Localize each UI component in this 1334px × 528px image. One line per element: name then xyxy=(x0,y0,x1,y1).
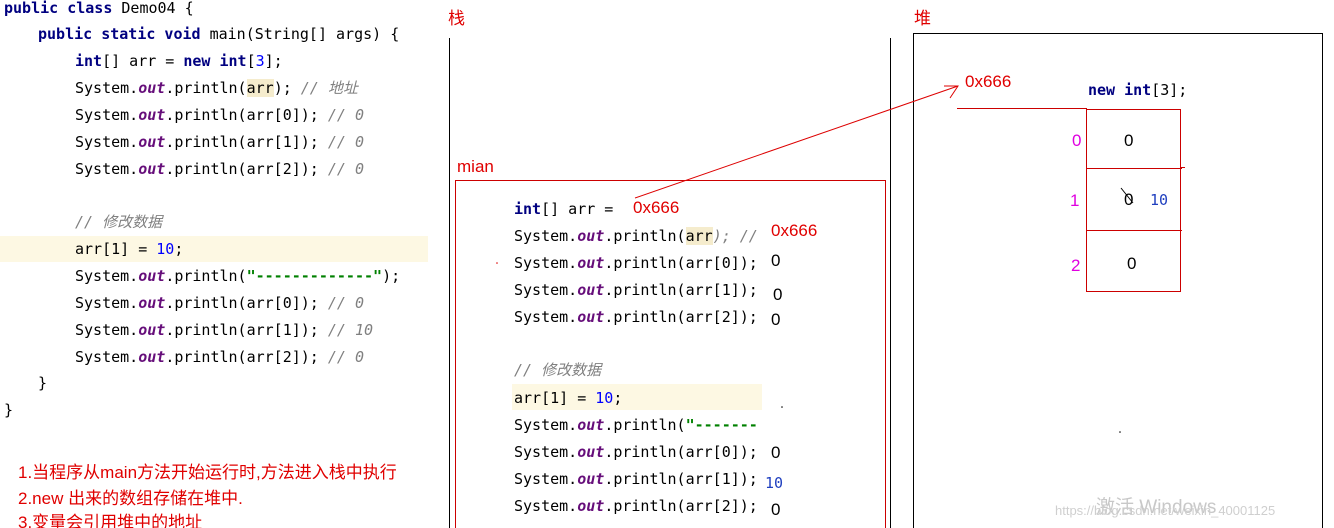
array-cell-divider xyxy=(1087,230,1182,231)
blog-watermark-url: https://blog.csdn.net/weixin_40001125 xyxy=(1055,503,1276,518)
stack-line-print-1b: System.out.println(arr[1]); xyxy=(514,470,758,488)
stray-dot xyxy=(1119,431,1121,433)
note-3: 3.变量会引用堆中的地址 xyxy=(18,513,203,528)
code-line-main: public static void main(String[] args) { xyxy=(38,25,400,43)
array-index-0: 0 xyxy=(1072,131,1082,150)
note-1: 1.当程序从main方法开始运行时,方法进入栈中执行 xyxy=(18,463,397,482)
stack-output-1: 0 xyxy=(773,285,783,304)
stack-line-modify-comment: // 修改数据 xyxy=(514,361,602,379)
code-line-print-arr: System.out.println(arr); // 地址 xyxy=(75,79,358,97)
reference-arrow-line xyxy=(634,85,959,199)
stack-line-print-0: System.out.println(arr[0]); xyxy=(514,254,758,272)
stack-line-print-separator: System.out.println("------- xyxy=(514,416,758,434)
heap-address-underline xyxy=(957,108,1087,109)
stack-output-address: 0x666 xyxy=(771,221,818,241)
note-2: 2.new 出来的数组存储在堆中. xyxy=(18,489,243,508)
stack-line-print-arr: System.out.println(arr); // xyxy=(514,227,758,245)
stack-line-print-1: System.out.println(arr[1]); xyxy=(514,281,758,299)
stack-current-line-highlight xyxy=(512,384,762,410)
array-divider-tick xyxy=(1181,167,1185,168)
stack-line-assign: arr[1] = 10; xyxy=(514,389,623,407)
code-line-print-2: System.out.println(arr[2]); // 0 xyxy=(75,160,364,178)
array-cell-divider xyxy=(1087,168,1182,169)
code-line-print-separator: System.out.println("-------------"); xyxy=(75,267,401,285)
array-index-1: 1 xyxy=(1070,191,1080,210)
stray-dot xyxy=(781,406,783,408)
stack-left-border xyxy=(449,38,450,528)
stack-title: 栈 xyxy=(448,9,465,28)
stack-output-0: 0 xyxy=(771,251,781,270)
array-cell-1-old-value: 0 xyxy=(1124,190,1134,209)
main-stack-frame xyxy=(455,180,886,528)
heap-box xyxy=(913,33,1323,528)
heap-array-address: 0x666 xyxy=(965,72,1012,91)
array-cell-1-new-value: 10 xyxy=(1150,191,1169,209)
array-cell-0-value: 0 xyxy=(1124,131,1134,150)
reference-arrowhead xyxy=(944,85,959,99)
code-line-print-1b: System.out.println(arr[1]); // 10 xyxy=(75,321,374,339)
stack-line-print-2: System.out.println(arr[2]); xyxy=(514,308,758,326)
stack-line-decl: int[] arr = xyxy=(514,200,623,218)
code-line-print-2b: System.out.println(arr[2]); // 0 xyxy=(75,348,364,366)
code-line-print-1: System.out.println(arr[1]); // 0 xyxy=(75,133,364,151)
stack-line-print-0b: System.out.println(arr[0]); xyxy=(514,443,758,461)
code-line-print-0: System.out.println(arr[0]); // 0 xyxy=(75,106,364,124)
code-line-decl: int[] arr = new int[3]; xyxy=(75,52,283,70)
stray-dot xyxy=(496,262,498,264)
code-line-class: public class Demo04 { xyxy=(4,0,194,17)
stack-output-2b: 0 xyxy=(771,500,781,519)
frame-name: mian xyxy=(457,157,494,176)
heap-array xyxy=(1086,109,1182,292)
stack-output-1b: 10 xyxy=(765,474,784,492)
stack-output-0b: 0 xyxy=(771,443,781,462)
code-line-assign: arr[1] = 10; xyxy=(75,240,184,258)
activation-watermark: 激活 Windows xyxy=(1096,497,1217,518)
heap-new-expression: new int[3]; xyxy=(1088,81,1188,99)
array-cell-2-value: 0 xyxy=(1127,254,1137,273)
code-line-print-0b: System.out.println(arr[0]); // 0 xyxy=(75,294,364,312)
array-index-2: 2 xyxy=(1071,256,1081,275)
heap-title: 堆 xyxy=(914,9,931,28)
stack-line-print-2b: System.out.println(arr[2]); xyxy=(514,497,758,515)
current-line-highlight xyxy=(0,236,428,262)
stack-output-2: 0 xyxy=(771,310,781,329)
code-line-modify-comment: // 修改数据 xyxy=(75,213,163,231)
code-line-close-class: } xyxy=(4,401,14,419)
stack-variable-address: 0x666 xyxy=(633,198,680,217)
code-line-close-method: } xyxy=(38,374,48,392)
stack-right-border xyxy=(890,38,891,528)
strike-old-value xyxy=(1120,187,1134,204)
